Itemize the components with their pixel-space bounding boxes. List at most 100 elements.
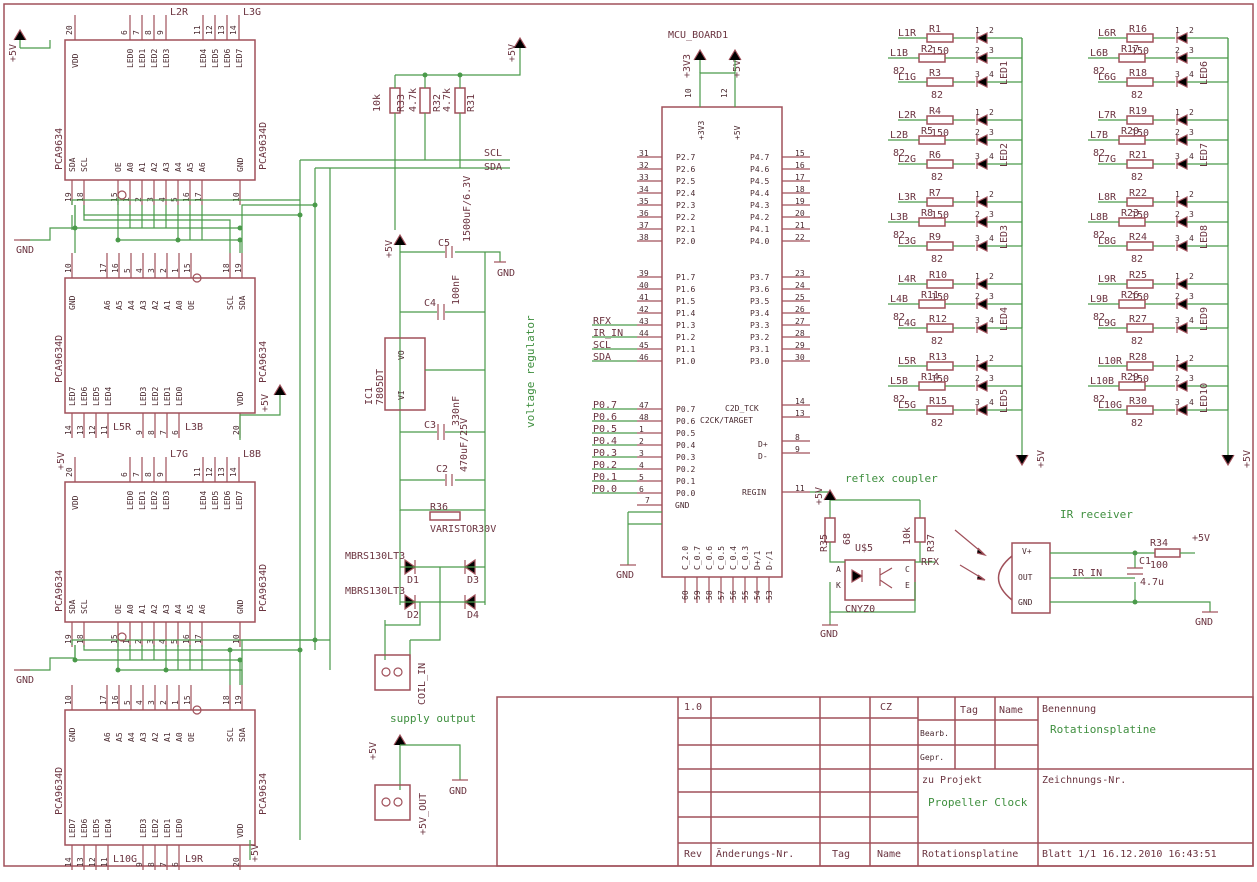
pca-2: 10GND17A616A55A44A33A22A11A015OE18SCL19S…	[54, 253, 269, 438]
mcu-pin-num: 5	[639, 473, 644, 482]
mcu-pin-num: 28	[795, 329, 805, 338]
mcu-pin-name: P0.0	[676, 489, 695, 498]
mcu-pin-name: D-/1	[765, 551, 774, 570]
pca-pin-num: 17	[194, 192, 203, 202]
led-pin-num: 4	[1189, 234, 1194, 243]
led-pin-num: 2	[1175, 210, 1180, 219]
pca-pin-num: 14	[229, 467, 238, 477]
u5-label: U$5	[855, 543, 873, 554]
mcu-pin-name: P1.1	[676, 345, 695, 354]
ic1-7805	[384, 337, 426, 411]
mcu-net-label: P0.1	[593, 472, 617, 483]
mcu-pin-name: P2.7	[676, 153, 695, 162]
pca-pin-num: 1	[171, 268, 180, 273]
junction	[115, 237, 121, 243]
pca-pin-num: 10	[64, 263, 73, 273]
pca-bottom-label: LED3	[139, 387, 148, 406]
mcu-pin-num: 26	[795, 305, 805, 314]
pca-1: 6LED07LED18LED29LED311LED412LED513LED614…	[54, 7, 269, 205]
led-name: LED8	[1199, 225, 1210, 249]
pca-pin-num: 16	[182, 634, 191, 644]
p5v-label-r: +5V	[507, 44, 518, 62]
resistor-name: R10	[929, 270, 947, 281]
mcu-pin-num: 35	[639, 197, 649, 206]
pca-led-label: LED4	[199, 49, 208, 68]
pca-pin-num: 15	[110, 634, 119, 644]
pca-bottom-label: LED5	[92, 819, 101, 838]
pca-pin-num: 18	[222, 263, 231, 273]
pca-bottom-label: OE	[114, 604, 123, 614]
pca-pin-num: 18	[76, 192, 85, 202]
pca-bottom-label: LED2	[151, 387, 160, 406]
mcu-pin-name: C_0.4	[729, 546, 738, 570]
resistor-name: R9	[929, 232, 941, 243]
led-pin-num: 3	[989, 46, 994, 55]
pca-bottom-label: A2	[150, 604, 159, 614]
mcu-pin-num: 8	[795, 433, 800, 442]
oe-inversion	[117, 190, 127, 200]
pca-pin-num: 10	[232, 192, 241, 202]
pullup-resistors: +5V 10k R33 4.7k R32 4.7k R31	[372, 36, 527, 230]
mcu-board: MCU_BOARD1 +3V3 +5V +3V3 +5V GND REGIN C…	[592, 30, 831, 603]
resistor-value: 150	[931, 292, 949, 303]
led-pin-num: 3	[1189, 292, 1194, 301]
pca-bottom-label: A1	[138, 604, 147, 614]
wire	[239, 392, 281, 440]
mcu-pin-num: 7	[645, 496, 650, 505]
mcu-c2d: C2D_TCK	[725, 404, 759, 413]
mcu-pin-num: 39	[639, 269, 649, 278]
wire	[699, 60, 736, 73]
mcu-pin-name: C_2.0	[681, 546, 690, 570]
net-label-scl: SCL	[484, 148, 502, 159]
gnd-label-pca: GND	[16, 675, 34, 686]
led-pin-num: 1	[975, 190, 980, 199]
pca-bottom-label: LED0	[175, 387, 184, 406]
ir-receiver: IR receiver V+ OUT GND IR_IN C1 100 4.7u…	[954, 508, 1218, 628]
resistor-r16	[1126, 33, 1154, 43]
led-net-label: L2R	[898, 110, 917, 121]
mcu-pin-num: 60	[681, 590, 690, 600]
reflex-coupler-label: reflex coupler	[845, 472, 938, 485]
pca-pin-num: 7	[159, 862, 168, 867]
pca-bottom-label: GND	[236, 599, 245, 614]
mcu-3v3-inner: +3V3	[697, 121, 706, 140]
led-net-label: L4B	[890, 294, 908, 305]
mcu-pin-name: P4.2	[750, 213, 769, 222]
resistor-r34	[1154, 548, 1181, 558]
pca-led-label: LED2	[150, 491, 159, 510]
pca-bottom-label: A3	[162, 604, 171, 614]
junction	[237, 657, 243, 663]
svg-text:20: 20	[65, 25, 74, 35]
led-pin-num: 4	[1189, 70, 1194, 79]
pca-pin-num: 7	[159, 430, 168, 435]
resistor-name: R23	[1121, 208, 1139, 219]
resistor-value: 82	[1093, 66, 1105, 77]
pca-bottom-label: SCL	[80, 157, 89, 172]
pca-top-label: SCL	[226, 727, 235, 742]
pca-top-label: A4	[127, 732, 136, 742]
pca-pin-num: 10	[232, 634, 241, 644]
resistor-value: 150	[1131, 374, 1149, 385]
pca-part-value: PCA9634D	[258, 122, 269, 170]
wire	[74, 645, 241, 685]
pca-top-label: OE	[187, 732, 196, 742]
c1-val2: 4.7u	[1140, 577, 1164, 588]
ic1-vo: VO	[397, 350, 406, 360]
pca-net-label: L7G	[170, 449, 188, 460]
mcu-pin-name: P4.5	[750, 177, 769, 186]
c2-value: 470uF/25V	[459, 418, 470, 472]
pca-pin-num: 11	[193, 25, 202, 35]
c5-value: 1500uF/6.3V	[462, 176, 473, 242]
resistor-r4	[926, 115, 954, 125]
mcu-pin-num: 11	[795, 484, 805, 493]
ir-out: OUT	[1018, 573, 1033, 582]
coupler-a: A	[836, 565, 841, 574]
resistor-r15	[926, 405, 954, 415]
pca-vdd: VDD	[71, 53, 80, 68]
mcu-pin-num: 58	[705, 590, 714, 600]
led-pin-num: 1	[1175, 26, 1180, 35]
pca-pin-num: 20	[232, 857, 241, 867]
led-net-label: L4R	[898, 274, 917, 285]
led-net-label: L9B	[1090, 294, 1108, 305]
